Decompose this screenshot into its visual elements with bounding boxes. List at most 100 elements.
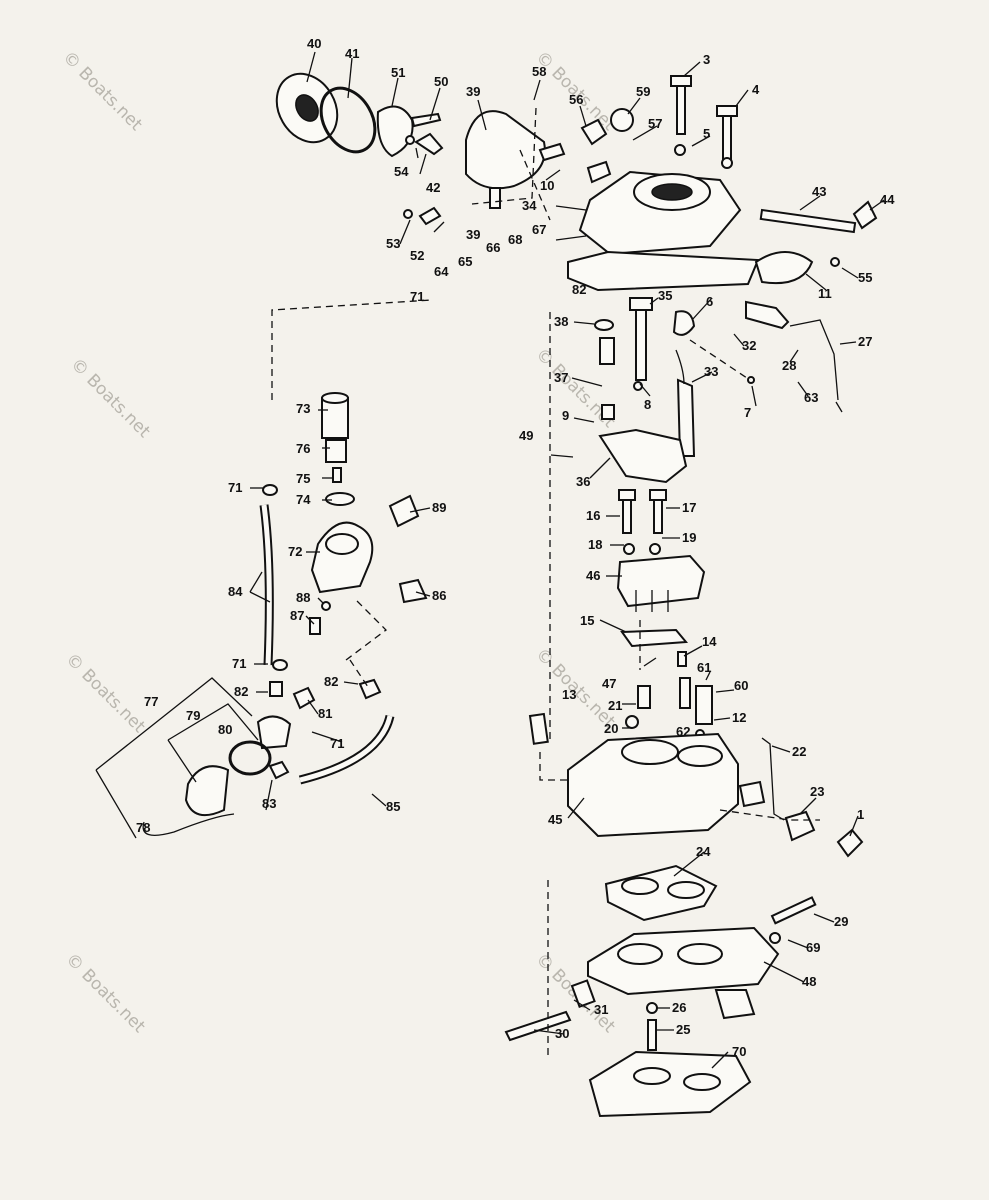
watermark-7: © Boats.net — [61, 949, 149, 1037]
callout-78: 78 — [136, 820, 150, 835]
callout-81: 81 — [318, 706, 332, 721]
callout-49: 49 — [519, 428, 533, 443]
callout-38: 38 — [554, 314, 568, 329]
callout-12: 12 — [732, 710, 746, 725]
watermark-1: © Boats.net — [58, 47, 146, 135]
callout-50: 50 — [434, 74, 448, 89]
callout-35: 35 — [658, 288, 672, 303]
callout-17: 17 — [682, 500, 696, 515]
callout-7: 7 — [744, 405, 751, 420]
callout-11: 11 — [818, 286, 832, 301]
callout-54: 54 — [394, 164, 409, 179]
callout-34: 34 — [522, 198, 537, 213]
callout-8: 8 — [644, 397, 651, 412]
callout-70: 70 — [732, 1044, 746, 1059]
callout-59: 59 — [636, 84, 650, 99]
callout-16: 16 — [586, 508, 600, 523]
callout-19: 19 — [682, 530, 696, 545]
callout-61: 61 — [697, 660, 711, 675]
callout-62: 62 — [676, 724, 690, 739]
callout-89: 89 — [432, 500, 446, 515]
callout-5: 5 — [703, 126, 710, 141]
callout-14: 14 — [702, 634, 717, 649]
callout-71-upper: 71 — [410, 289, 424, 304]
callout-55: 55 — [858, 270, 872, 285]
callout-82-right: 82 — [324, 674, 338, 689]
callout-39: 39 — [466, 84, 480, 99]
callout-20: 20 — [604, 721, 618, 736]
callout-4: 4 — [752, 82, 760, 97]
callout-27: 27 — [858, 334, 872, 349]
callout-80: 80 — [218, 722, 232, 737]
leader-lines — [249, 51, 885, 1069]
callout-57: 57 — [648, 116, 662, 131]
callout-30: 30 — [555, 1026, 569, 1041]
callout-36: 36 — [576, 474, 590, 489]
callout-51: 51 — [391, 65, 405, 80]
callout-85: 85 — [386, 799, 400, 814]
callout-64: 64 — [434, 264, 449, 279]
callout-13: 13 — [562, 687, 576, 702]
callout-44: 44 — [880, 192, 895, 207]
callout-26: 26 — [672, 1000, 686, 1015]
callout-33: 33 — [704, 364, 718, 379]
callout-52: 52 — [410, 248, 424, 263]
callout-58: 58 — [532, 64, 546, 79]
callout-63: 63 — [804, 390, 818, 405]
callout-10: 10 — [540, 178, 554, 193]
callout-88: 88 — [296, 590, 310, 605]
callout-43: 43 — [812, 184, 826, 199]
assembly-guide-lines — [271, 107, 820, 1060]
watermark-5: © Boats.net — [61, 649, 149, 737]
callout-18: 18 — [588, 537, 602, 552]
callout-40: 40 — [307, 36, 321, 51]
callout-71-hose: 71 — [330, 736, 344, 751]
callout-53: 53 — [386, 236, 400, 251]
callout-1: 1 — [857, 807, 864, 822]
callout-25: 25 — [676, 1022, 690, 1037]
callout-22: 22 — [792, 744, 806, 759]
callout-73: 73 — [296, 401, 310, 416]
callout-28: 28 — [782, 358, 796, 373]
choke-cover-assembly — [275, 72, 634, 226]
callout-87: 87 — [290, 608, 304, 623]
callout-67: 67 — [532, 222, 546, 237]
callout-42: 42 — [426, 180, 440, 195]
callout-46: 46 — [586, 568, 600, 583]
callout-48: 48 — [802, 974, 816, 989]
fuel-pump-filter-assembly — [95, 392, 428, 839]
callout-15: 15 — [580, 613, 594, 628]
callout-82-upper: 82 — [572, 282, 586, 297]
callout-24: 24 — [696, 844, 711, 859]
callout-32: 32 — [742, 338, 756, 353]
callout-23: 23 — [810, 784, 824, 799]
center-parts — [550, 297, 843, 484]
callout-82-left: 82 — [234, 684, 248, 699]
callout-9: 9 — [562, 408, 569, 423]
callout-3: 3 — [703, 52, 710, 67]
callout-6: 6 — [706, 294, 713, 309]
callout-77: 77 — [144, 694, 158, 709]
air-horn-assembly — [567, 75, 878, 292]
callout-84: 84 — [228, 584, 243, 599]
callout-labels: 1 3 4 5 6 7 8 9 10 11 12 13 14 15 16 17 … — [136, 36, 895, 1059]
float-bowl-assembly — [528, 489, 864, 858]
throttle-body-assembly — [504, 864, 817, 1118]
callout-72: 72 — [288, 544, 302, 559]
callout-76: 76 — [296, 441, 310, 456]
callout-65: 65 — [458, 254, 472, 269]
callout-39-lower: 39 — [466, 227, 480, 242]
callout-31: 31 — [594, 1002, 608, 1017]
callout-47: 47 — [602, 676, 616, 691]
callout-68: 68 — [508, 232, 522, 247]
callout-56: 56 — [569, 92, 583, 107]
callout-37: 37 — [554, 370, 568, 385]
callout-29: 29 — [834, 914, 848, 929]
callout-45: 45 — [548, 812, 562, 827]
callout-71-top: 71 — [228, 480, 242, 495]
callout-71-mid: 71 — [232, 656, 246, 671]
callout-74: 74 — [296, 492, 311, 507]
callout-83: 83 — [262, 796, 276, 811]
